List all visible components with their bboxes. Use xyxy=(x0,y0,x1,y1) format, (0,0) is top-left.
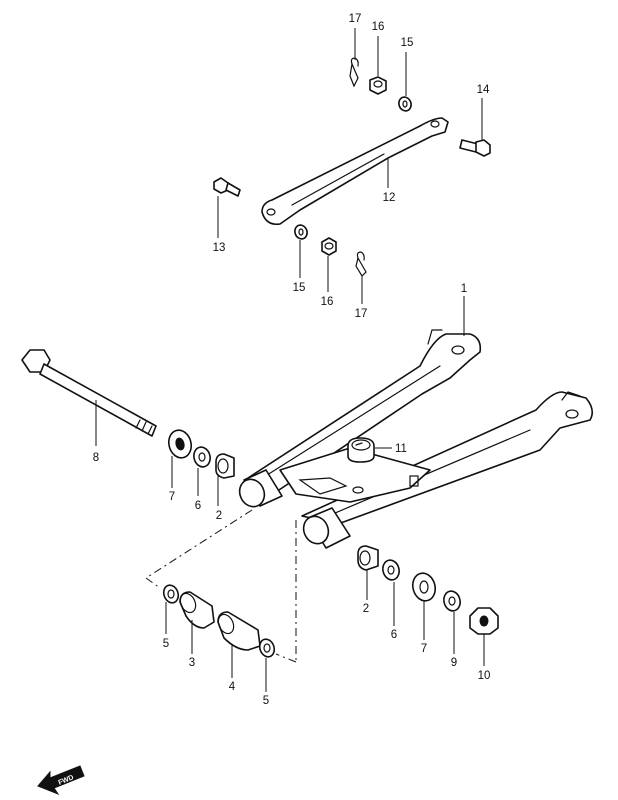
nut-lower xyxy=(321,237,337,256)
washer-upper xyxy=(398,96,412,112)
swingarm xyxy=(238,329,594,549)
callout-9: 9 xyxy=(451,657,457,669)
callout-10: 10 xyxy=(478,670,491,682)
callout-17-top: 17 xyxy=(349,13,362,25)
callout-2-right: 2 xyxy=(363,603,369,615)
bolt-torque-link-rear xyxy=(459,139,491,157)
nut-upper xyxy=(369,76,387,95)
fwd-arrow-icon: FWD xyxy=(37,765,85,796)
callout-11: 11 xyxy=(395,443,407,455)
callout-5-right: 5 xyxy=(263,695,269,707)
spacer-right xyxy=(357,545,379,571)
spacer-left xyxy=(215,453,235,479)
callout-1: 1 xyxy=(461,283,467,295)
torque-link xyxy=(261,117,449,226)
callout-16-bottom: 16 xyxy=(321,296,334,308)
washer-nut-side xyxy=(443,590,461,612)
callout-3: 3 xyxy=(189,657,195,669)
bearing xyxy=(179,591,215,629)
callout-7-right: 7 xyxy=(421,643,427,655)
washer-left xyxy=(193,446,211,468)
pivot-nut xyxy=(469,607,499,635)
dust-seal-right xyxy=(411,572,437,602)
callout-17-bottom: 17 xyxy=(355,308,368,320)
washer-right xyxy=(382,559,400,581)
callout-15-top: 15 xyxy=(401,37,414,49)
callout-7-left: 7 xyxy=(169,491,175,503)
callout-14: 14 xyxy=(477,84,490,96)
callout-12: 12 xyxy=(383,192,396,204)
bearing-seal-right xyxy=(258,638,276,658)
washer-lower xyxy=(294,224,308,240)
callout-16-top: 16 xyxy=(372,21,385,33)
callout-8: 8 xyxy=(93,452,99,464)
alignment-lines xyxy=(145,509,297,663)
cotter-pin-lower xyxy=(355,251,367,277)
callout-15-bottom: 15 xyxy=(293,282,306,294)
callout-4: 4 xyxy=(229,681,236,693)
pivot-bolt xyxy=(21,349,157,437)
callout-labels: 17 16 15 14 12 13 15 16 17 1 11 8 7 6 2 … xyxy=(93,13,491,707)
callout-2-left: 2 xyxy=(216,510,222,522)
callout-5-left: 5 xyxy=(163,638,169,650)
callout-13: 13 xyxy=(213,242,226,254)
cotter-pin-upper xyxy=(349,57,359,88)
bolt-torque-link-front xyxy=(213,177,241,197)
leader-lines xyxy=(95,28,485,692)
dust-seal-left xyxy=(167,429,193,459)
callout-6-left: 6 xyxy=(195,500,201,512)
bearing-sleeve xyxy=(217,611,261,651)
rubber-bumper xyxy=(347,437,375,463)
bearing-seal-left xyxy=(162,584,180,604)
callout-6-right: 6 xyxy=(391,629,397,641)
